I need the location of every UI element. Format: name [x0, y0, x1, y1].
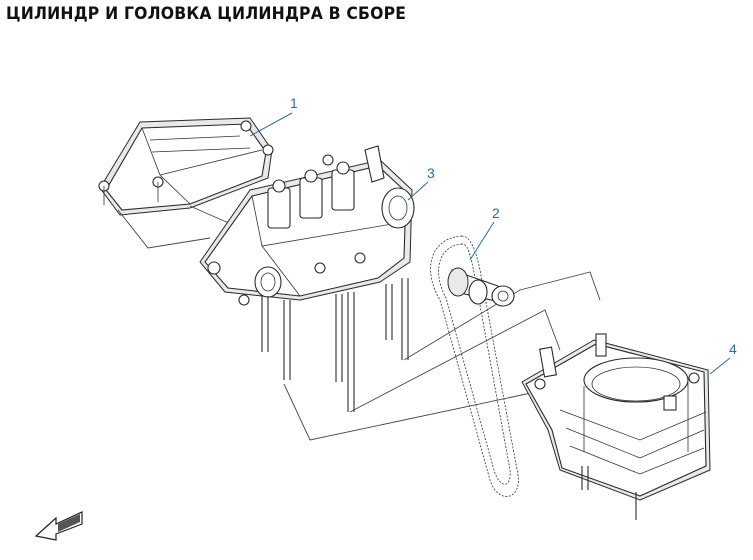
- cylinder-head: [199, 145, 415, 412]
- front-direction-arrow-icon: [34, 511, 83, 541]
- cylinder-block: [521, 333, 711, 520]
- callout-2-label: 2: [492, 205, 500, 221]
- callout-1-label: 1: [290, 95, 298, 111]
- callout-2: 2: [469, 205, 500, 261]
- camshaft-sprocket: [447, 267, 515, 307]
- callout-4-label: 4: [729, 341, 737, 357]
- callout-4: 4: [709, 341, 737, 375]
- callout-1: 1: [249, 95, 298, 137]
- callout-3-label: 3: [427, 165, 435, 181]
- callout-3: 3: [407, 165, 435, 201]
- page-title: ЦИЛИНДР И ГОЛОВКА ЦИЛИНДРА В СБОРЕ: [6, 4, 407, 24]
- cylinder-head-cover: [98, 117, 274, 216]
- timing-chain: [430, 235, 519, 497]
